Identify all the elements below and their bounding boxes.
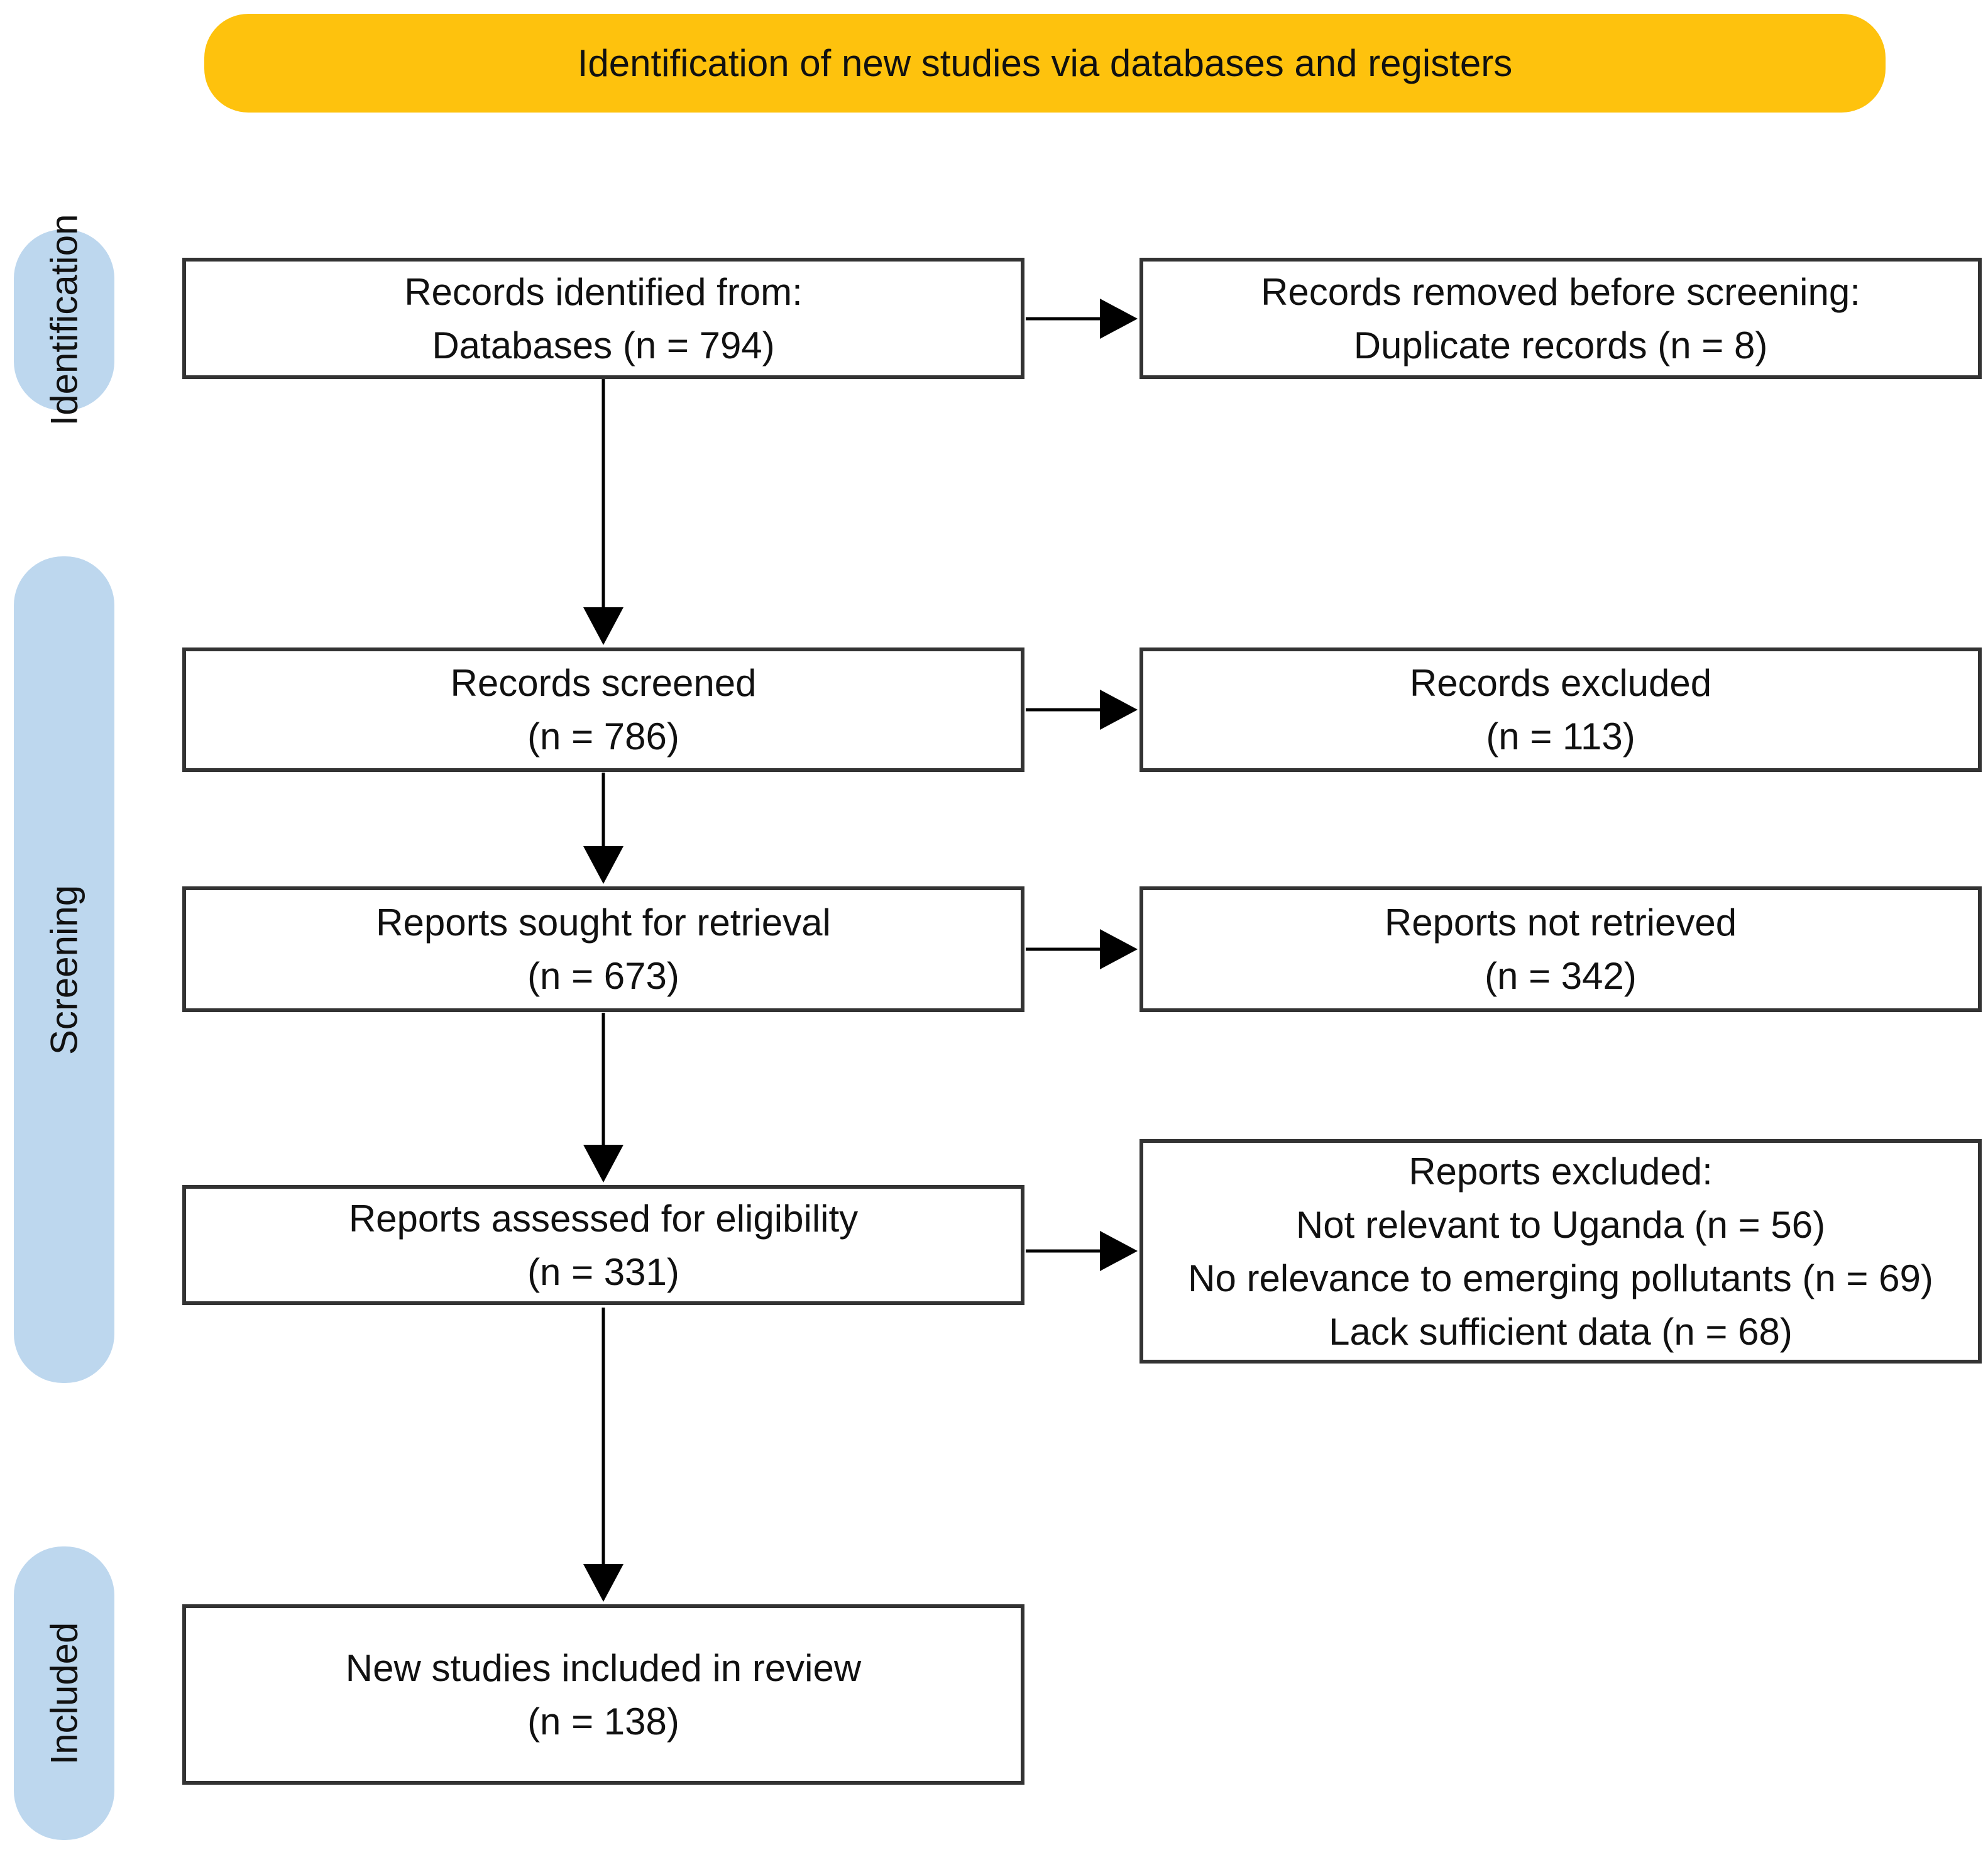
node-line: (n = 113) (1486, 715, 1635, 758)
arrow-assessed-to-reports-excluded (1026, 1231, 1138, 1271)
node-records-identified: Records identified from: Databases (n = … (182, 258, 1024, 379)
banner-title: Identification of new studies via databa… (577, 42, 1513, 84)
node-line: Records removed before screening: (1261, 270, 1860, 313)
node-reports-excluded: Reports excluded: Not relevant to Uganda… (1140, 1139, 1982, 1364)
node-records-removed: Records removed before screening: Duplic… (1140, 258, 1982, 379)
stage-identification-label: Identification (43, 214, 85, 426)
node-line: Records excluded (1409, 662, 1712, 704)
node-line: Reports excluded: (1409, 1150, 1713, 1193)
arrow-identified-to-screened (583, 379, 623, 645)
node-line: (n = 342) (1485, 955, 1637, 997)
stage-included: Included (14, 1546, 114, 1840)
arrow-identified-to-removed (1026, 299, 1138, 339)
arrow-screened-to-excluded (1026, 690, 1138, 730)
node-reports-not-retrieved: Reports not retrieved (n = 342) (1140, 886, 1982, 1012)
node-line: (n = 138) (527, 1700, 679, 1743)
node-line: Databases (n = 794) (432, 324, 775, 366)
stage-identification: Identification (14, 214, 114, 426)
stage-included-label: Included (43, 1622, 85, 1765)
banner: Identification of new studies via databa… (204, 14, 1886, 113)
node-line: (n = 673) (527, 955, 679, 997)
node-records-screened: Records screened (n = 786) (182, 647, 1024, 772)
node-line: New studies included in review (345, 1646, 862, 1689)
node-line: Records identified from: (404, 270, 803, 313)
stage-screening-label: Screening (43, 884, 85, 1055)
node-new-studies-included: New studies included in review (n = 138) (182, 1604, 1024, 1785)
node-line: (n = 331) (527, 1250, 679, 1293)
node-line: Duplicate records (n = 8) (1353, 324, 1768, 366)
arrow-sought-to-assessed (583, 1013, 623, 1182)
node-reports-sought: Reports sought for retrieval (n = 673) (182, 886, 1024, 1012)
node-line: (n = 786) (527, 715, 679, 758)
node-line: Not relevant to Uganda (n = 56) (1295, 1203, 1826, 1246)
node-line: Records screened (450, 662, 757, 704)
node-reports-assessed: Reports assessed for eligibility (n = 33… (182, 1185, 1024, 1305)
arrow-assessed-to-included (583, 1308, 623, 1602)
arrow-sought-to-not-retrieved (1026, 929, 1138, 969)
node-line: Reports sought for retrieval (376, 901, 831, 944)
node-records-excluded: Records excluded (n = 113) (1140, 647, 1982, 772)
stage-screening: Screening (14, 556, 114, 1383)
arrow-screened-to-sought (583, 773, 623, 884)
node-line: Lack sufficient data (n = 68) (1329, 1310, 1793, 1353)
node-line: No relevance to emerging pollutants (n =… (1188, 1257, 1933, 1299)
node-line: Reports assessed for eligibility (348, 1197, 859, 1240)
node-line: Reports not retrieved (1384, 901, 1737, 944)
